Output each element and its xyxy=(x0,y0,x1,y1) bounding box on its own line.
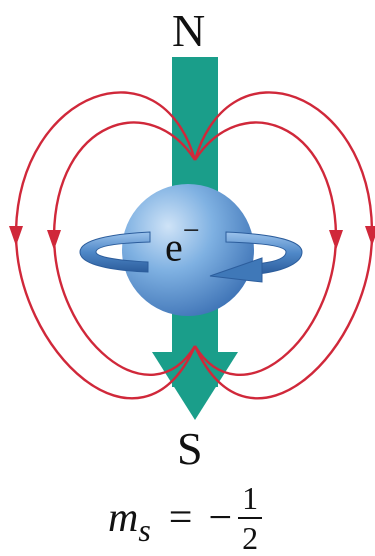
electron-charge: − xyxy=(183,214,200,247)
equation-fraction: 1 2 xyxy=(238,482,262,554)
equation-variable: m xyxy=(108,494,138,542)
fraction-numerator: 1 xyxy=(238,482,262,519)
equation-equals: = xyxy=(169,494,193,542)
equation-sign: − xyxy=(208,494,232,542)
north-pole-label: N xyxy=(172,8,205,54)
field-arrow-left-outer xyxy=(9,226,23,246)
fraction-denominator: 2 xyxy=(242,519,258,554)
electron-symbol: e xyxy=(165,224,183,269)
equation-subscript: s xyxy=(138,512,150,549)
field-arrow-right-outer xyxy=(365,226,375,246)
field-arrow-left-inner xyxy=(47,230,61,250)
electron-label: e− xyxy=(165,222,200,267)
field-arrow-right-inner xyxy=(329,230,343,250)
south-pole-label: S xyxy=(177,426,203,472)
